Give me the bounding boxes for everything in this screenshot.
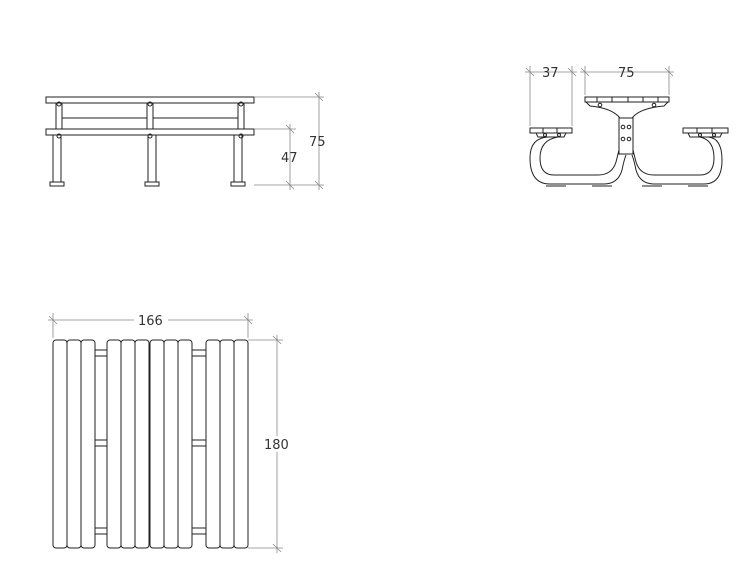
dim-table-depth: 75 (618, 66, 635, 81)
top-view: 166 180 (48, 312, 292, 553)
dim-top-length: 180 (264, 438, 289, 453)
dim-top-width: 166 (138, 314, 163, 329)
front-view: 75 47 (45, 92, 326, 190)
top-table (106, 339, 193, 549)
front-leg-right (233, 134, 243, 184)
side-frame (529, 136, 723, 185)
dim-seat-height: 47 (281, 151, 298, 166)
top-bench-right (205, 339, 249, 549)
side-seat-left (529, 127, 573, 138)
side-seat-right (682, 127, 729, 138)
side-view: 37 75 (525, 66, 729, 187)
front-leg-middle (147, 134, 157, 184)
front-leg-left (52, 134, 62, 184)
dim-seat-depth: 37 (542, 66, 559, 81)
side-tabletop (584, 96, 670, 103)
dim-total-height: 75 (309, 135, 326, 150)
top-bench-left (52, 339, 96, 549)
